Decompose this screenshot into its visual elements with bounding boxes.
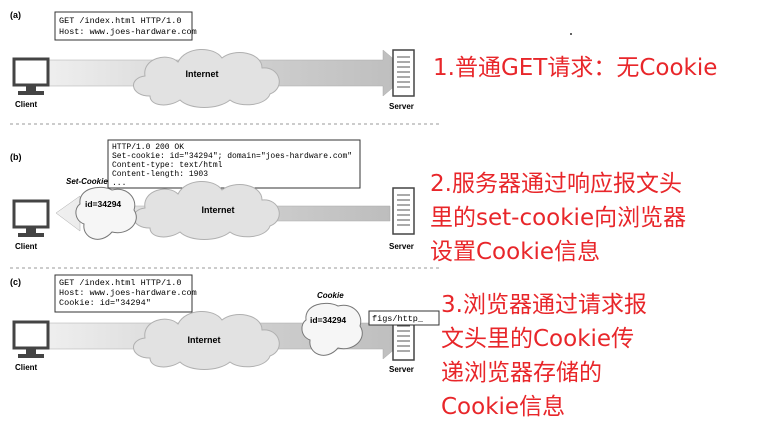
http-line: HTTP/1.0 200 OK: [112, 143, 184, 152]
http-message-box: [107, 139, 361, 189]
client-computer-icon: [12, 320, 50, 358]
cookie-tag: Set-Cookie: [66, 177, 108, 186]
http-line: Host: www.joes-hardware.com: [59, 288, 197, 298]
caption-line: 2.服务器通过响应报文头: [430, 171, 682, 197]
caption-line: 文头里的Cookie传: [441, 326, 635, 352]
network-label: Internet: [201, 205, 234, 215]
internet-cloud: [133, 49, 280, 108]
caption-step-1: 1.普通GET请求：无Cookie: [433, 51, 717, 85]
cookie-tag: Cookie: [317, 291, 344, 300]
server-icon: [392, 187, 415, 235]
caption-line: 3.浏览器通过请求报: [441, 292, 647, 318]
http-line: Cookie: id="34294": [59, 298, 151, 308]
cookie-blob: [75, 186, 137, 240]
http-line: GET /index.html HTTP/1.0: [59, 278, 181, 288]
client-computer-icon: [12, 57, 50, 95]
stray-dot: [570, 33, 572, 35]
cookie-blob: [301, 302, 363, 356]
http-message-box: [54, 274, 193, 313]
panel-c: (c) GET /index.html HTTP/1.0 Host: www.j…: [10, 274, 440, 374]
caption-step-3: 3.浏览器通过请求报 文头里的Cookie传 递浏览器存储的 Cookie信息: [441, 288, 647, 424]
client-computer-icon: [12, 199, 50, 237]
http-line: Host: www.joes-hardware.com: [59, 27, 197, 37]
caption-line: 设置Cookie信息: [430, 239, 601, 265]
client-label: Client: [15, 100, 38, 109]
caption-line: 递浏览器存储的: [441, 360, 602, 386]
server-icon: [392, 49, 415, 97]
cookie-value: id=34294: [310, 315, 346, 325]
http-line: ...: [112, 179, 126, 188]
caption-step-2: 2.服务器通过响应报文头 里的set-cookie向浏览器 设置Cookie信息: [430, 167, 686, 269]
panel-label: (c): [10, 277, 21, 287]
network-label: Internet: [187, 335, 220, 345]
panel-label: (a): [10, 10, 21, 20]
figure-ref-tooltip: [368, 310, 440, 326]
network-label: Internet: [185, 69, 218, 79]
caption-line: 1.普通GET请求：无Cookie: [433, 55, 718, 81]
server-label: Server: [389, 102, 414, 111]
internet-cloud: [133, 181, 280, 240]
panel-a: (a) GET /index.html HTTP/1.0 Host: www.j…: [10, 10, 415, 111]
http-message-box: [54, 11, 193, 41]
internet-cloud: [133, 311, 280, 370]
cookie-value: id=34294: [85, 199, 121, 209]
client-label: Client: [15, 242, 38, 251]
panel-b: (b) HTTP/1.0 200 OK Set-cookie: id="3429…: [10, 139, 415, 251]
http-line: Content-type: text/html: [112, 161, 223, 170]
server-label: Server: [389, 365, 414, 374]
caption-line: Cookie信息: [441, 394, 566, 420]
http-line: Content-length: 1903: [112, 170, 208, 179]
panel-label: (b): [10, 152, 22, 162]
server-label: Server: [389, 242, 414, 251]
caption-line: 里的set-cookie向浏览器: [430, 205, 687, 231]
figure-ref-text: figs/http_: [372, 314, 424, 324]
client-label: Client: [15, 363, 38, 372]
http-line: Set-cookie: id="34294"; domain="joes-har…: [112, 152, 352, 161]
http-line: GET /index.html HTTP/1.0: [59, 16, 181, 26]
